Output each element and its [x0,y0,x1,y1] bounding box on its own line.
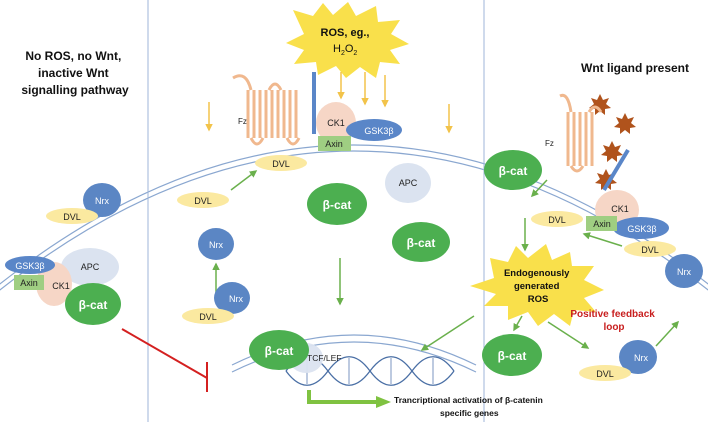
svg-text:Nrx: Nrx [634,353,648,363]
right-arrow-ros-to-bcat [513,315,523,332]
middle-lrp-coreceptor [312,72,316,134]
svg-text:TCF/LEF: TCF/LEF [307,353,341,363]
right-arrow-fz-to-bcat [530,179,548,198]
middle-apc: APC [385,163,431,203]
middle-dvl-membrane: DVL [255,155,307,171]
svg-text:Endogenously generated: Endogenously generated ROS [504,268,572,305]
svg-text:Nrx: Nrx [95,196,109,206]
right-arrow-nrx-up [655,320,680,347]
svg-text:Axin: Axin [325,139,343,149]
middle-nrx-bound: Nrx [214,282,250,314]
svg-text:Axin: Axin [593,219,611,229]
ros-diffusion-arrows [205,72,453,134]
positive-feedback-label: Positive feedback loop [570,309,657,333]
svg-text:β-cat: β-cat [79,298,108,312]
right-lrp-coreceptor [602,148,630,192]
svg-text:Nrx: Nrx [209,240,223,250]
svg-text:Fz: Fz [238,117,247,126]
right-bcat-bottom: β-cat [482,334,542,376]
inhibition-bar-icon [121,328,208,392]
svg-text:Axin: Axin [20,278,38,288]
ros-burst-icon: ROS, eg., H2O2 [286,2,409,78]
svg-text:Nrx: Nrx [677,267,691,277]
svg-text:APC: APC [399,178,418,188]
transcription-caption: Trancriptional activation of β-catenin s… [394,395,545,418]
middle-dvl-bound: DVL [182,308,234,324]
middle-bcat-upper: β-cat [307,183,367,225]
left-panel-title: No ROS, no Wnt, inactive Wnt signalling … [21,49,129,97]
wnt-ligand-star-icon [589,94,636,190]
middle-arrow-dvl-to-membrane [230,170,258,191]
svg-text:DVL: DVL [194,196,212,206]
svg-text:DVL: DVL [199,312,217,322]
nuclear-bcat: β-cat [249,330,309,370]
svg-text:ROS, eg.,: ROS, eg., [321,27,370,39]
middle-bcat-right: β-cat [392,222,450,262]
right-nrx-top: Nrx [665,254,703,288]
svg-text:β-cat: β-cat [498,349,527,363]
right-dvl-left: DVL [531,211,583,227]
svg-text:β-cat: β-cat [265,344,294,358]
svg-text:GSK3β: GSK3β [364,126,393,136]
middle-frizzled-receptor: Fz [232,74,301,146]
svg-text:β-cat: β-cat [499,164,528,178]
svg-text:DVL: DVL [548,215,566,225]
middle-nrx-free: Nrx [198,228,234,260]
left-nrx: Nrx [83,183,121,217]
svg-text:CK1: CK1 [327,118,345,128]
right-dvl-bound: DVL [579,365,631,381]
left-dvl: DVL [46,208,98,224]
svg-text:CK1: CK1 [52,281,70,291]
right-dvl-bottom: DVL [624,241,676,257]
svg-text:DVL: DVL [641,245,659,255]
right-frizzled-receptor: Fz [545,93,603,173]
svg-text:DVL: DVL [596,369,614,379]
left-destruction-complex: APC CK1 GSK3β Axin [5,248,119,306]
right-destruction-complex: CK1 GSK3β Axin [586,190,669,239]
svg-text:CK1: CK1 [611,204,629,214]
svg-text:DVL: DVL [272,159,290,169]
svg-text:DVL: DVL [63,212,81,222]
transcription-arrow [307,390,391,408]
svg-text:APC: APC [81,262,100,272]
right-arrow-ros-to-nucleus [420,315,475,351]
middle-destruction-complex: CK1 GSK3β Axin [316,102,402,151]
svg-text:β-cat: β-cat [407,236,436,250]
right-nrx-bound: Nrx [619,340,657,374]
ros-endogenous-burst-icon: Endogenously generated ROS [470,244,604,326]
middle-dvl-free: DVL [177,192,229,208]
svg-text:Fz: Fz [545,139,554,148]
svg-text:GSK3β: GSK3β [15,261,44,271]
svg-text:GSK3β: GSK3β [627,224,656,234]
right-arrow-dvl-to-complex [582,232,623,247]
right-panel-title: Wnt ligand present [581,61,689,75]
left-bcat: β-cat [65,283,121,325]
right-bcat-top: β-cat [484,150,542,190]
svg-text:Nrx: Nrx [229,294,243,304]
right-arrow-ros-to-nrx [547,321,590,349]
svg-text:β-cat: β-cat [323,198,352,212]
svg-text:H2O2: H2O2 [333,43,357,57]
